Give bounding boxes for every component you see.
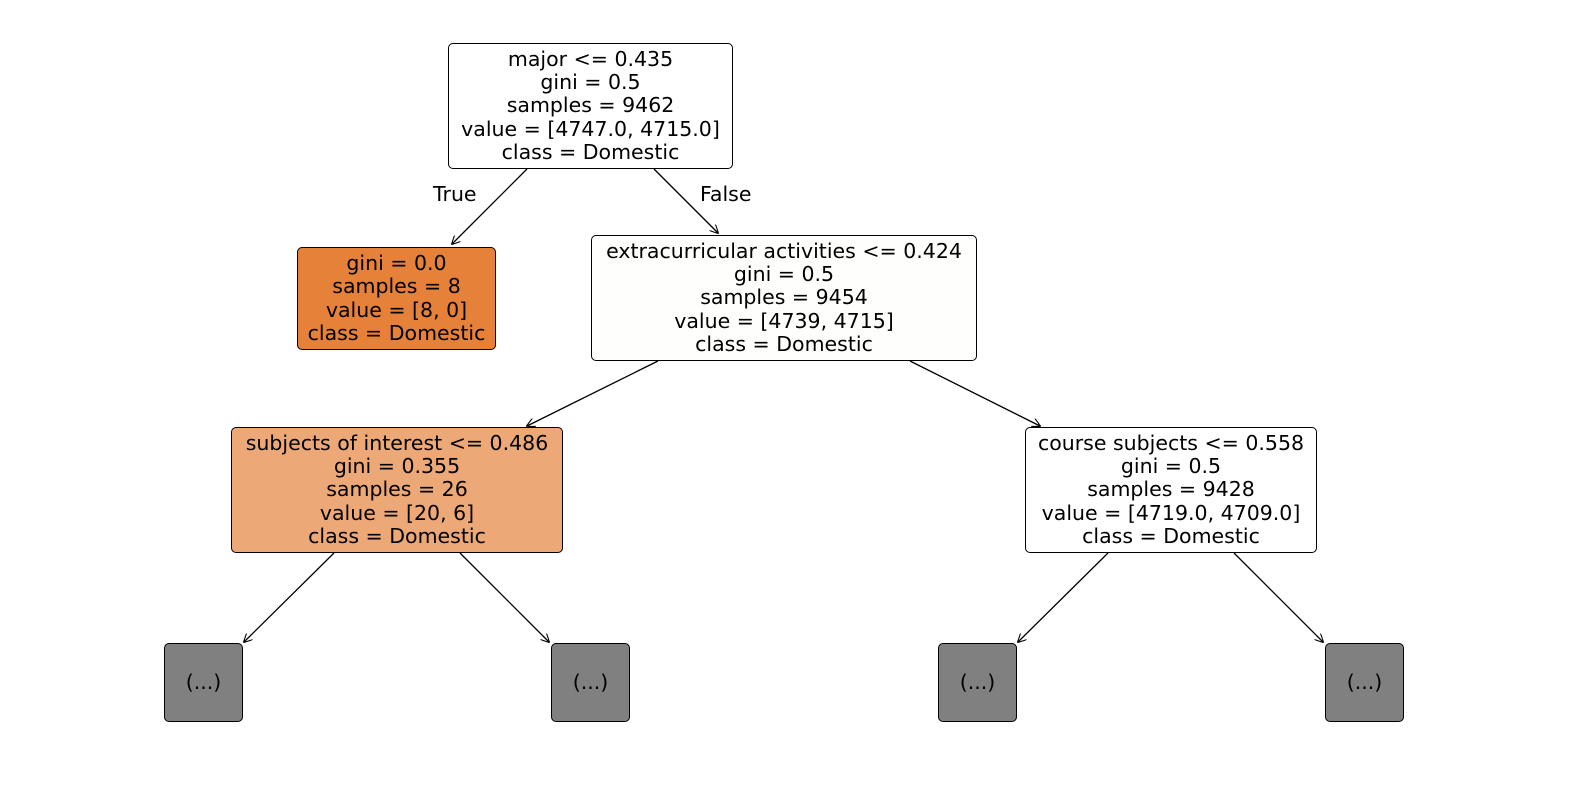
truncated-node-2: (...) [551, 643, 630, 722]
root-node-split: major <= 0.435 [507, 46, 674, 71]
root-node-class: class = Domestic [501, 139, 680, 164]
left-leaf-samples: samples = 8 [332, 274, 461, 299]
truncated-node-4: (...) [1325, 643, 1404, 722]
subjects-node-class: class = Domestic [308, 523, 486, 548]
edge-root-to-left-leaf [452, 168, 528, 244]
course-subjects-node: course subjects <= 0.558 gini = 0.5 samp… [1025, 427, 1317, 553]
course-node-class: class = Domestic [1082, 523, 1260, 548]
false-edge-label: False [700, 182, 752, 206]
subjects-of-interest-node: subjects of interest <= 0.486 gini = 0.3… [231, 427, 563, 553]
extracurricular-node-gini: gini = 0.5 [733, 262, 835, 287]
subjects-node-gini: gini = 0.355 [333, 454, 461, 479]
truncated-node-1-label: (...) [185, 669, 222, 694]
edge-subjects-node-to-truncated-1 [244, 552, 335, 642]
extracurricular-node-class: class = Domestic [695, 331, 873, 356]
left-leaf-value: value = [8, 0] [325, 297, 468, 322]
edge-subjects-node-to-truncated-2 [459, 552, 549, 642]
course-node-split: course subjects <= 0.558 [1037, 430, 1305, 455]
course-node-gini: gini = 0.5 [1120, 454, 1222, 479]
edge-course-node-to-truncated-3 [1018, 552, 1109, 642]
subjects-node-samples: samples = 26 [326, 477, 468, 502]
course-node-samples: samples = 9428 [1087, 477, 1255, 502]
root-node-samples: samples = 9462 [506, 93, 675, 118]
left-leaf-class: class = Domestic [307, 320, 486, 345]
extracurricular-node: extracurricular activities <= 0.424 gini… [591, 235, 977, 361]
extracurricular-node-value: value = [4739, 4715] [674, 308, 894, 333]
truncated-node-3: (...) [938, 643, 1017, 722]
truncated-node-4-label: (...) [1346, 669, 1383, 694]
truncated-node-3-label: (...) [959, 669, 996, 694]
left-leaf-node: gini = 0.0 samples = 8 value = [8, 0] cl… [297, 247, 496, 350]
truncated-node-2-label: (...) [572, 669, 609, 694]
edge-right-internal-to-course-node [909, 360, 1040, 426]
true-edge-label: True [433, 182, 477, 206]
edge-right-internal-to-subjects-node [527, 360, 659, 426]
extracurricular-node-split: extracurricular activities <= 0.424 [606, 238, 962, 263]
subjects-node-split: subjects of interest <= 0.486 [245, 430, 549, 455]
edge-course-node-to-truncated-4 [1233, 552, 1323, 642]
extracurricular-node-samples: samples = 9454 [700, 285, 868, 310]
truncated-node-1: (...) [164, 643, 243, 722]
root-node-gini: gini = 0.5 [540, 70, 641, 95]
course-node-value: value = [4719.0, 4709.0] [1041, 500, 1301, 525]
subjects-node-value: value = [20, 6] [319, 500, 475, 525]
left-leaf-gini: gini = 0.0 [346, 250, 447, 275]
root-node-value: value = [4747.0, 4715.0] [461, 116, 720, 141]
root-node: major <= 0.435 gini = 0.5 samples = 9462… [448, 43, 733, 169]
edge-root-to-right-internal [653, 168, 718, 233]
